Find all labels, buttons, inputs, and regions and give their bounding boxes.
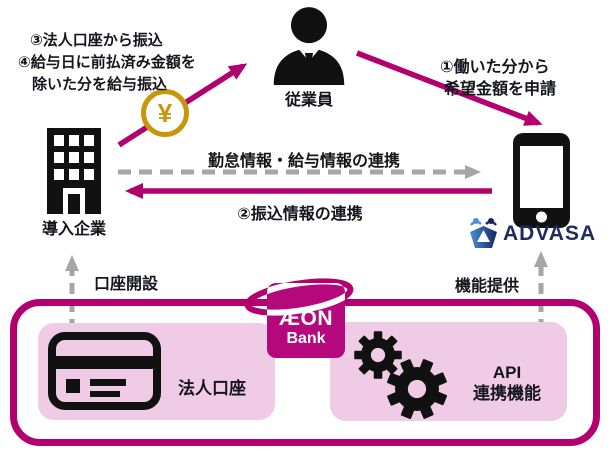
smartphone-icon — [513, 133, 570, 228]
api-function-label: API 連携機能 — [447, 362, 567, 404]
advasa-logo-mark-icon — [470, 218, 497, 248]
aeon-bank-logo: ÆON Bank — [267, 283, 345, 358]
employee-icon — [273, 7, 345, 85]
step2-label: ②振込情報の連携 — [237, 206, 363, 223]
function-provision-label: 機能提供 — [455, 278, 520, 295]
step4-text-line2: 除いた分を給与振込 — [32, 76, 168, 93]
step1-text-line2: 希望金額を申請 — [444, 81, 557, 98]
aeon-bank-text: Bank — [286, 330, 326, 347]
aeon-swoosh-inner — [267, 283, 345, 358]
employee-label: 従業員 — [284, 92, 333, 109]
attendance-link-label: 勤怠情報・給与情報の連携 — [207, 153, 400, 170]
annotation-step1: ①働いた分から 希望金額を申請 — [440, 57, 556, 101]
yen-symbol: ¥ — [157, 98, 173, 128]
bank-card-icon — [48, 332, 161, 410]
company-building-icon — [47, 128, 101, 214]
arrow-employee-to-phone — [356, 50, 543, 126]
api-label-line2: 連携機能 — [473, 384, 541, 403]
corporate-account-label: 法人口座 — [178, 379, 246, 398]
step3-text: ③法人口座から振込 — [30, 32, 163, 49]
annotation-step3-step4: ③法人口座から振込 ④給与日に前払済み金額を 除いた分を給与振込 — [18, 30, 196, 96]
yen-coin-icon: ¥ — [141, 89, 189, 137]
gears-icon — [354, 331, 447, 419]
advasa-name: ADVASA — [503, 221, 597, 245]
step4-text-line1: ④給与日に前払済み金額を — [18, 54, 196, 71]
account-opening-label: 口座開設 — [94, 276, 159, 293]
advasa-logo: ADVASA — [468, 217, 596, 250]
api-function-box — [330, 322, 567, 421]
company-label: 導入企業 — [41, 221, 106, 238]
step1-text-line1: ①働いた分から — [440, 59, 550, 76]
api-label-line1: API — [492, 363, 522, 382]
